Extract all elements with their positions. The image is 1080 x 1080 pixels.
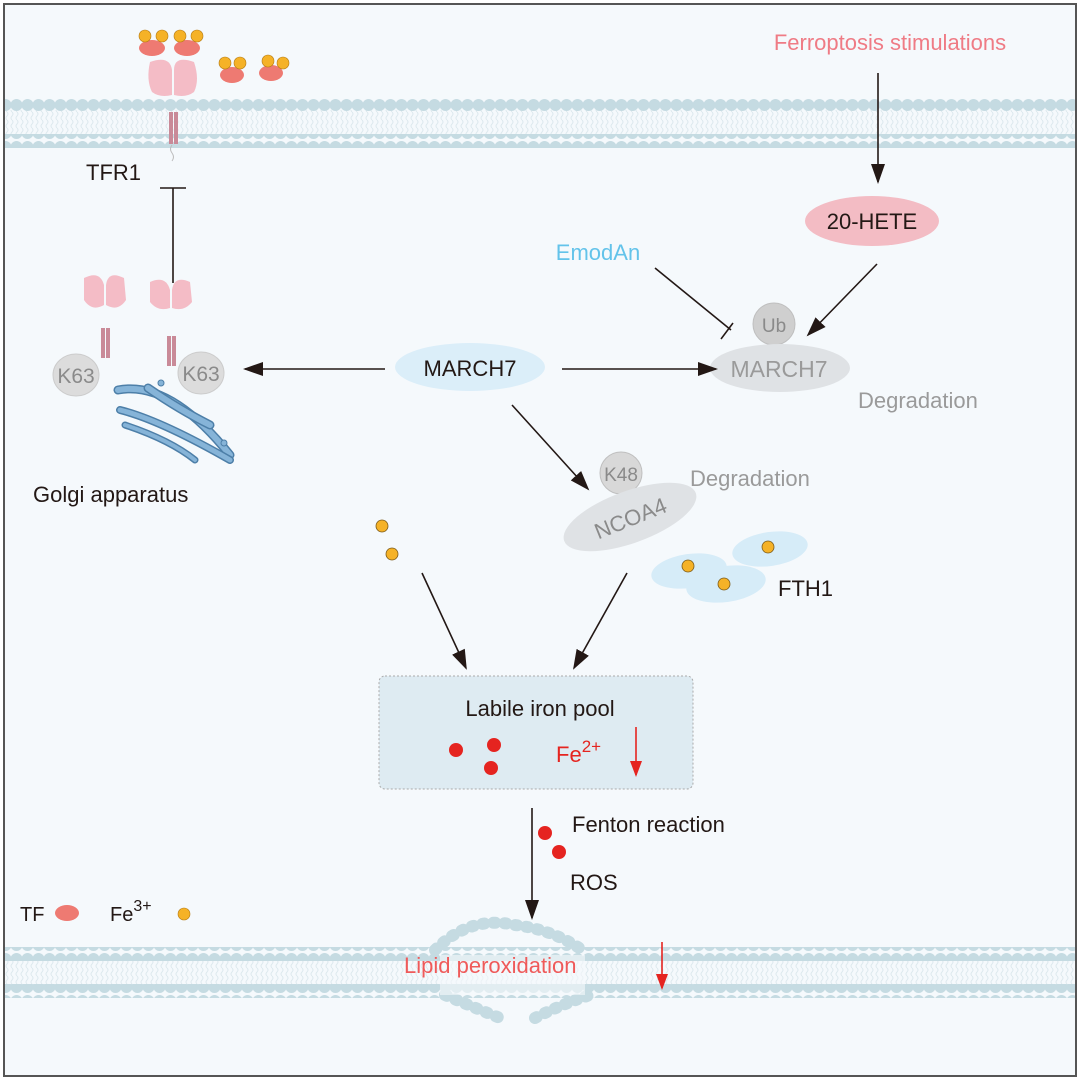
background bbox=[3, 3, 1077, 1077]
legend-fe3-base: Fe bbox=[110, 904, 133, 926]
fe2-ion bbox=[487, 738, 501, 752]
arrow-hete-to-march7 bbox=[806, 263, 878, 337]
arrow-fe3-to-pool bbox=[421, 572, 467, 670]
march7-degraded-node bbox=[710, 344, 850, 392]
tf-fe-complexes bbox=[138, 29, 290, 83]
march7-node bbox=[395, 343, 545, 391]
golgi-label: Golgi apparatus bbox=[33, 482, 188, 507]
fe3-ion bbox=[385, 547, 399, 561]
ncoa4-node bbox=[563, 482, 697, 552]
tfr1-label: TFR1 bbox=[86, 160, 141, 185]
k48-label: K48 bbox=[604, 465, 638, 486]
legend-fe3-sup: 3+ bbox=[133, 898, 151, 915]
emodan-label: EmodAn bbox=[556, 240, 640, 265]
fe2-label-sup: 2+ bbox=[582, 737, 601, 756]
ub-label: Ub bbox=[762, 316, 786, 337]
inhibit-bar-emodan bbox=[720, 322, 734, 340]
march7-label: MARCH7 bbox=[424, 356, 517, 381]
legend-fe3-label: Fe3+ bbox=[110, 898, 152, 926]
fe2-label-base: Fe bbox=[556, 742, 582, 767]
legend: TF Fe3+ bbox=[20, 898, 191, 926]
ros-particle bbox=[552, 845, 566, 859]
k63-left-label: K63 bbox=[57, 365, 94, 388]
labile-iron-pool-box bbox=[378, 675, 694, 790]
legend-tf-icon bbox=[55, 905, 79, 921]
march7-degraded-label: MARCH7 bbox=[730, 356, 827, 382]
arrow-march7-to-ncoa4 bbox=[511, 404, 590, 491]
legend-fe3-icon bbox=[177, 907, 191, 921]
lipid-peroxidation-label: Lipid peroxidation bbox=[404, 953, 576, 978]
ferroptosis-stimulations-label: Ferroptosis stimulations bbox=[774, 30, 1006, 55]
golgi-apparatus-icon bbox=[113, 379, 235, 464]
arrow-ferritin-to-pool bbox=[573, 572, 628, 670]
ros-label: ROS bbox=[570, 870, 618, 895]
degradation-ncoa4-label: Degradation bbox=[690, 466, 810, 491]
legend-tf-label: TF bbox=[20, 904, 44, 926]
plasma-membrane-top bbox=[5, 97, 1075, 148]
k63-right-label: K63 bbox=[182, 363, 219, 386]
ros-particle bbox=[538, 826, 552, 840]
fth1-label: FTH1 bbox=[778, 576, 833, 601]
fe2-label: Fe2+ bbox=[556, 737, 601, 767]
tfr1-receptor-membrane-icon bbox=[148, 59, 197, 162]
fe3-ion bbox=[375, 519, 389, 533]
k63-right-badge bbox=[177, 351, 225, 395]
fe2-ion bbox=[449, 743, 463, 757]
fe2-ion bbox=[484, 761, 498, 775]
labile-iron-pool-label: Labile iron pool bbox=[465, 696, 614, 721]
hete-node bbox=[805, 196, 939, 246]
plasma-membrane-bottom bbox=[5, 916, 1075, 1024]
inhibit-line-emodan bbox=[654, 267, 732, 331]
degradation-march7-label: Degradation bbox=[858, 388, 978, 413]
fenton-reaction-label: Fenton reaction bbox=[572, 812, 725, 837]
tfr1-receptor-golgi-icon bbox=[84, 275, 192, 366]
hete-label: 20-HETE bbox=[827, 209, 917, 234]
k63-left-badge bbox=[52, 353, 100, 397]
fth1-ferritin-icon bbox=[651, 531, 808, 603]
